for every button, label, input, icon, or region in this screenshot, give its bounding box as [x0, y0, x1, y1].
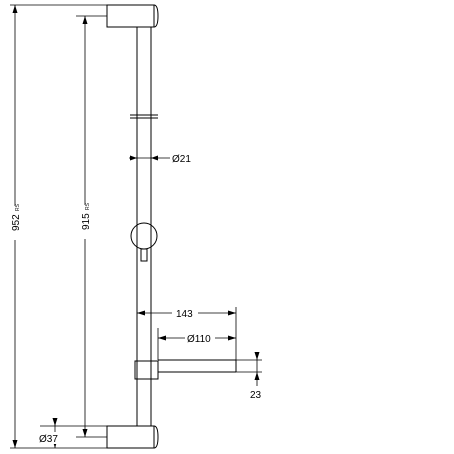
soap-dish-diameter-label: Ø110 — [187, 334, 211, 345]
soap-dish — [134, 359, 237, 380]
bottom-wall-bracket — [106, 425, 159, 449]
top-wall-bracket — [106, 4, 159, 28]
soap-dish-height-label: 23 — [250, 390, 262, 401]
bracket-diameter-label: Ø37 — [39, 434, 58, 445]
center-height-rs-suffix: RS — [85, 202, 91, 210]
sliding-ring — [130, 114, 158, 119]
dimension-projection: 143 — [136, 306, 237, 361]
total-height-label: 952 — [11, 214, 22, 231]
projection-label: 143 — [176, 309, 193, 320]
dimension-soap-dish-diameter: Ø110 — [157, 328, 236, 360]
dimension-total-height: 952 RS — [5, 4, 107, 449]
dimension-center-height: 915 RS — [75, 15, 107, 438]
dimension-rail-diameter: Ø21 — [129, 154, 191, 165]
vertical-rail — [136, 27, 152, 426]
center-height-label: 915 — [81, 213, 92, 230]
dimension-soap-dish-height: 23 — [236, 352, 262, 401]
total-height-rs-suffix: RS — [15, 203, 21, 211]
dimension-bracket-diameter: Ø37 — [38, 418, 107, 448]
rail-diameter-label: Ø21 — [172, 154, 191, 165]
shower-holder-slider — [130, 222, 158, 262]
